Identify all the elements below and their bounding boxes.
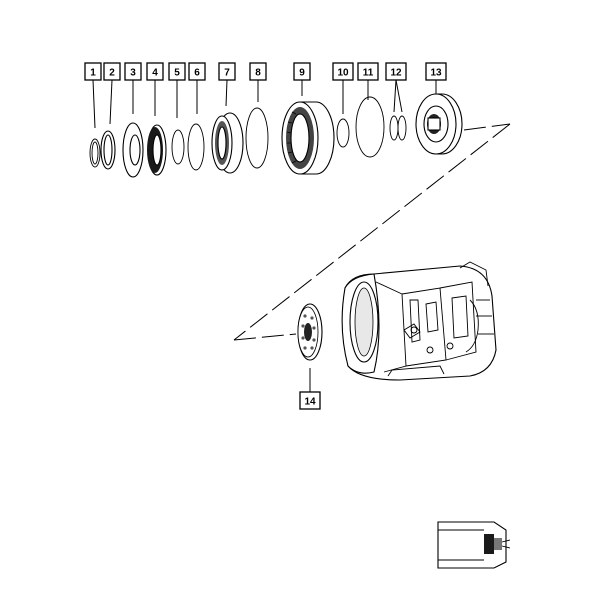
- callout-13-label: 13: [430, 68, 442, 79]
- callout-13: 13: [425, 62, 447, 81]
- callout-14: 14: [299, 391, 321, 410]
- callout-10-label: 10: [337, 68, 349, 79]
- part-7-housing: [211, 112, 244, 174]
- callout-6: 6: [188, 62, 206, 81]
- callout-2: 2: [103, 62, 121, 81]
- callout-4: 4: [146, 62, 164, 81]
- callout-1-label: 1: [90, 68, 96, 79]
- callout-9: 9: [293, 62, 311, 81]
- part-10-small-o-ring: [336, 118, 350, 148]
- part-9-clutch-drum: [281, 101, 335, 175]
- callout-12: 12: [385, 62, 407, 81]
- part-2-ring: [100, 130, 116, 170]
- callout-9-label: 9: [299, 68, 305, 79]
- callout-layer: 1 2 3 4 5 6 7 8 9 10 11 12 13 14: [84, 62, 447, 410]
- part-4-piston: [147, 124, 167, 176]
- callout-5: 5: [168, 62, 186, 81]
- callout-3: 3: [124, 62, 142, 81]
- callout-14-label: 14: [304, 397, 316, 408]
- part-5-o-ring: [171, 129, 185, 165]
- part-14-gear-plate: [297, 303, 323, 361]
- part-3-plate: [122, 122, 144, 178]
- assembly-guide-lines: [233, 123, 511, 341]
- part-13-pump-assembly: [415, 93, 463, 155]
- callout-3-label: 3: [130, 68, 136, 79]
- callout-2-label: 2: [109, 68, 115, 79]
- callout-5-label: 5: [174, 68, 180, 79]
- callout-12-label: 12: [390, 68, 402, 79]
- callout-6-label: 6: [194, 68, 200, 79]
- part-1-snap-ring: [89, 138, 101, 168]
- callout-7-label: 7: [224, 68, 230, 79]
- locator-thumbnail: [437, 521, 511, 569]
- callout-8-label: 8: [255, 68, 261, 79]
- callout-1: 1: [84, 62, 102, 81]
- callout-11: 11: [357, 62, 379, 81]
- part-8-large-o-ring: [245, 107, 269, 169]
- leader-lines: [92, 79, 437, 392]
- callout-7: 7: [218, 62, 236, 81]
- callout-8: 8: [249, 62, 267, 81]
- callout-11-label: 11: [363, 68, 374, 79]
- transmission-case: [341, 261, 497, 381]
- part-12-seal-pair: [389, 115, 407, 141]
- callout-10: 10: [332, 62, 354, 81]
- part-6-seal-ring: [187, 123, 205, 171]
- callout-4-label: 4: [152, 68, 158, 79]
- part-11-large-seal: [355, 96, 385, 158]
